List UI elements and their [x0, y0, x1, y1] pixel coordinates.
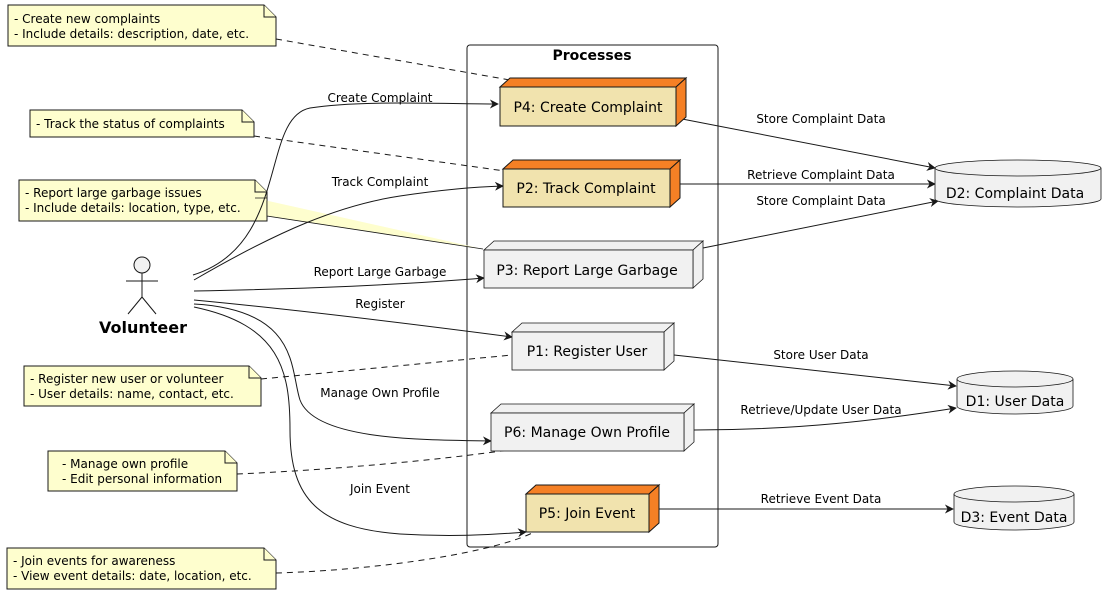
label-p2-d2: Retrieve Complaint Data	[747, 168, 895, 182]
edge-register	[193, 299, 513, 341]
connector-join-note	[275, 529, 539, 574]
edge-p6-d1	[693, 404, 957, 431]
label-track-complaint: Track Complaint	[331, 175, 429, 189]
data-store-d1: D1: User Data	[956, 370, 1074, 415]
label-report-large-garbage: Report Large Garbage	[314, 265, 447, 279]
note-line: - Register new user or volunteer	[30, 372, 224, 386]
connector-report-note	[255, 197, 484, 250]
label-p6-d1: Retrieve/Update User Data	[740, 403, 901, 417]
process-node-p4: P4: Create Complaint	[498, 76, 688, 128]
edge-labels: Create Complaint Track Complaint Report …	[314, 91, 902, 506]
note-report-large-garbage: - Report large garbage issues - Include …	[18, 179, 268, 222]
note-line: - Manage own profile	[62, 457, 188, 471]
process-node-p1: P1: Register User	[510, 322, 676, 371]
note-line: - Join events for awareness	[13, 554, 175, 568]
actor-label: Volunteer	[99, 318, 187, 337]
edge-p3-d2	[702, 198, 939, 249]
process-node-p6: P6: Manage Own Profile	[489, 403, 696, 452]
note-connectors	[236, 38, 539, 574]
process-node-p2: P2: Track Complaint	[501, 158, 682, 209]
note-track-complaint: - Track the status of complaints	[29, 109, 255, 138]
edge-join-event	[193, 306, 527, 538]
note-manage-own-profile: - Manage own profile - Edit personal inf…	[47, 450, 238, 492]
note-line: - Edit personal information	[62, 472, 222, 486]
process-node-p5: P5: Join Event	[524, 483, 661, 534]
label-p1-d1: Store User Data	[773, 348, 868, 362]
process-label-p1: P1: Register User	[527, 344, 648, 360]
note-line: - User details: name, contact, etc.	[30, 387, 234, 401]
label-p5-d3: Retrieve Event Data	[761, 492, 882, 506]
note-register-user: - Register new user or volunteer - User …	[23, 365, 262, 407]
data-store-label-d2: D2: Complaint Data	[946, 186, 1084, 202]
note-line: - Track the status of complaints	[36, 117, 225, 131]
note-create-complaint: - Create new complaints - Include detail…	[7, 4, 277, 47]
edge-manage-own-profile	[193, 303, 492, 446]
process-node-p3: P3: Report Large Garbage	[482, 240, 705, 289]
process-label-p4: P4: Create Complaint	[513, 100, 663, 116]
label-manage-own-profile: Manage Own Profile	[320, 386, 439, 400]
processes-group-title: Processes	[552, 48, 631, 64]
actor-flows	[192, 99, 527, 538]
edge-create-complaint	[192, 99, 499, 276]
store-flows	[659, 117, 957, 514]
label-create-complaint: Create Complaint	[327, 91, 432, 105]
label-p3-d2: Store Complaint Data	[756, 194, 885, 208]
edge-track-complaint	[193, 181, 504, 281]
note-line: - Create new complaints	[14, 12, 160, 26]
edge-p4-d2	[676, 117, 936, 171]
label-register: Register	[355, 297, 404, 311]
process-label-p2: P2: Track Complaint	[516, 181, 656, 197]
process-label-p3: P3: Report Large Garbage	[496, 263, 677, 279]
process-label-p6: P6: Manage Own Profile	[504, 425, 670, 441]
stick-figure-icon	[126, 256, 158, 315]
data-store-label-d1: D1: User Data	[966, 394, 1065, 410]
connector-track-note	[253, 135, 513, 173]
note-join-event: - Join events for awareness - View event…	[6, 547, 277, 590]
actor-volunteer: Volunteer	[99, 256, 187, 337]
data-store-d2: D2: Complaint Data	[934, 159, 1102, 208]
connector-profile-note	[236, 449, 509, 475]
note-line: - View event details: date, location, et…	[13, 569, 252, 583]
note-line: - Report large garbage issues	[25, 186, 202, 200]
connector-register-note	[260, 354, 513, 380]
processes-group: Processes	[466, 44, 719, 548]
edge-p1-d1	[673, 354, 957, 390]
data-store-label-d3: D3: Event Data	[961, 510, 1068, 526]
edge-report-large-garbage	[193, 274, 485, 292]
process-label-p5: P5: Join Event	[539, 506, 636, 522]
note-line: - Include details: description, date, et…	[14, 27, 249, 41]
label-p4-d2: Store Complaint Data	[756, 112, 885, 126]
label-join-event: Join Event	[349, 482, 410, 496]
data-store-d3: D3: Event Data	[953, 485, 1075, 531]
note-line: - Include details: location, type, etc.	[25, 201, 241, 215]
